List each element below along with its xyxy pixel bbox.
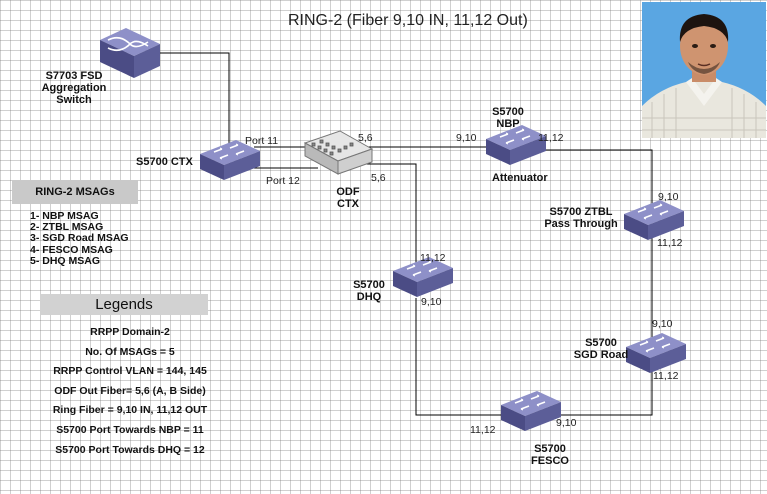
legend-line: Ring Fiber = 9,10 IN, 11,12 OUT xyxy=(52,404,208,417)
msag-item: 2- ZTBL MSAG xyxy=(30,221,104,234)
legend-line: S5700 Port Towards NBP = 11 xyxy=(56,423,204,436)
ztbl-in-label: 9,10 xyxy=(658,191,679,203)
msag-panel-heading: RING-2 MSAGs xyxy=(12,180,138,204)
ztbl-switch-icon xyxy=(623,199,685,241)
attenuator-label: Attenuator xyxy=(492,172,548,184)
fesco-switch-icon xyxy=(500,390,562,432)
legend-line: No. Of MSAGs = 5 xyxy=(85,345,175,358)
nbp-in-label: 9,10 xyxy=(456,132,477,144)
sgd-out-label: 11,12 xyxy=(653,370,679,382)
ctx-switch-label: S5700 CTX xyxy=(136,156,193,168)
odf-patch-panel-icon xyxy=(303,130,374,175)
ring-links xyxy=(156,52,653,416)
nbp-switch-label: S5700 NBP xyxy=(492,106,524,130)
sgd-switch-icon xyxy=(625,332,687,374)
fesco-left-label: 11,12 xyxy=(470,424,496,436)
odf-top-fiber-label: 5,6 xyxy=(358,132,373,144)
aggregation-switch-label: S7703 FSD Aggregation Switch xyxy=(41,70,107,106)
odf-bottom-fiber-label: 5,6 xyxy=(371,172,386,184)
port-11-label: Port 11 xyxy=(245,135,279,147)
link-odf-dhq xyxy=(360,163,417,264)
ztbl-out-label: 11,12 xyxy=(657,237,683,249)
person-photo xyxy=(642,2,766,138)
link-fesco-dhq xyxy=(415,298,503,416)
nbp-switch-icon xyxy=(485,124,547,166)
legend-list: RRPP Domain-2 No. Of MSAGs = 5 RRPP Cont… xyxy=(40,323,220,460)
legend-heading: Legends xyxy=(40,294,208,315)
fesco-right-label: 9,10 xyxy=(556,417,577,429)
legend-line: ODF Out Fiber= 5,6 (A, B Side) xyxy=(54,384,206,397)
msag-item: 1- NBP MSAG xyxy=(30,210,99,222)
legend-line: RRPP Domain-2 xyxy=(90,326,170,338)
port-12-label: Port 12 xyxy=(266,175,300,187)
link-nbp-ztbl xyxy=(536,149,653,207)
nbp-out-label: 11,12 xyxy=(538,132,564,144)
dhq-bottom-label: 9,10 xyxy=(421,296,442,308)
diagram-title: RING-2 (Fiber 9,10 IN, 11,12 Out) xyxy=(288,12,528,29)
ztbl-switch-label: S5700 ZTBL Pass Through xyxy=(544,206,618,230)
fesco-switch-label: S5700 FESCO xyxy=(531,443,569,467)
legend-line: S5700 Port Towards DHQ = 12 xyxy=(55,443,205,456)
dhq-top-label: 11,12 xyxy=(420,252,446,264)
msag-item: 3- SGD Road MSAG xyxy=(30,232,129,245)
msag-list: 1- NBP MSAG 2- ZTBL MSAG 3- SGD Road MSA… xyxy=(30,210,129,267)
sgd-in-label: 9,10 xyxy=(652,318,673,330)
aggregation-switch-icon xyxy=(100,28,160,78)
dhq-switch-label: S5700 DHQ xyxy=(353,279,385,303)
link-sgd-fesco xyxy=(550,366,653,416)
odf-label: ODF CTX xyxy=(336,186,360,210)
legend-line: RRPP Control VLAN = 144, 145 xyxy=(53,365,207,378)
msag-item: 5- DHQ MSAG xyxy=(30,254,101,267)
sgd-switch-label: S5700 SGD Road xyxy=(573,337,629,361)
msag-item: 4- FESCO MSAG xyxy=(30,243,113,256)
link-aggregation-ctx xyxy=(156,52,230,152)
